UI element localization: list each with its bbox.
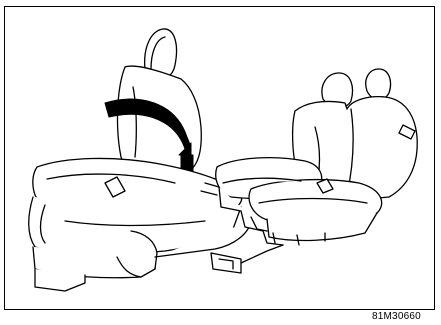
seat-illustration bbox=[5, 7, 436, 311]
illustration-frame bbox=[4, 6, 435, 310]
figure-code: 81M30660 bbox=[372, 311, 421, 322]
rear-headrest-right bbox=[366, 69, 391, 100]
